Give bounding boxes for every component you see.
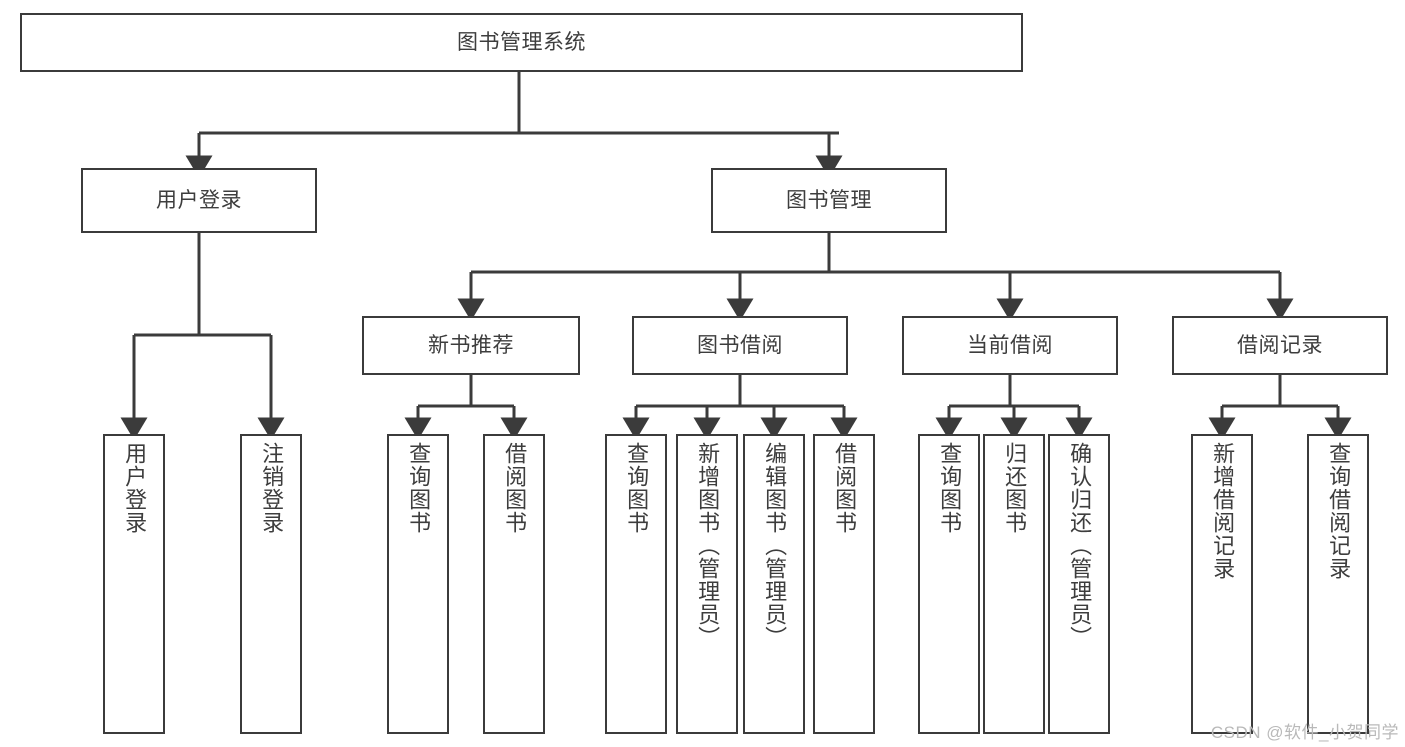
- node-label: 编辑图书（管理员）: [762, 442, 788, 649]
- node-label: 新书推荐: [428, 333, 514, 357]
- node-leaf-query-book-3[interactable]: 查询图书: [918, 434, 980, 734]
- node-leaf-query-record[interactable]: 查询借阅记录: [1307, 434, 1369, 734]
- node-label: 用户登录: [122, 442, 148, 534]
- node-label: 图书借阅: [697, 333, 783, 357]
- node-label: 查询图书: [406, 442, 432, 534]
- node-book-borrow[interactable]: 图书借阅: [632, 316, 848, 375]
- node-leaf-return-book[interactable]: 归还图书: [983, 434, 1045, 734]
- node-label: 用户登录: [156, 188, 242, 212]
- node-label: 注销登录: [259, 442, 285, 534]
- node-label: 查询借阅记录: [1326, 442, 1352, 580]
- node-leaf-add-book[interactable]: 新增图书（管理员）: [676, 434, 738, 734]
- node-borrow-record[interactable]: 借阅记录: [1172, 316, 1388, 375]
- node-root-book-management-system[interactable]: 图书管理系统: [20, 13, 1023, 72]
- node-leaf-add-record[interactable]: 新增借阅记录: [1191, 434, 1253, 734]
- node-new-book-recommend[interactable]: 新书推荐: [362, 316, 580, 375]
- node-current-borrow[interactable]: 当前借阅: [902, 316, 1118, 375]
- node-leaf-query-book-1[interactable]: 查询图书: [387, 434, 449, 734]
- node-label: 新增借阅记录: [1210, 442, 1236, 580]
- node-leaf-logout-login[interactable]: 注销登录: [240, 434, 302, 734]
- node-label: 图书管理系统: [457, 30, 586, 54]
- node-leaf-edit-book[interactable]: 编辑图书（管理员）: [743, 434, 805, 734]
- node-label: 借阅图书: [832, 442, 858, 534]
- node-label: 图书管理: [786, 188, 872, 212]
- node-leaf-user-login[interactable]: 用户登录: [103, 434, 165, 734]
- node-book-management[interactable]: 图书管理: [711, 168, 947, 233]
- node-leaf-confirm-return[interactable]: 确认归还（管理员）: [1048, 434, 1110, 734]
- node-leaf-borrow-book-2[interactable]: 借阅图书: [813, 434, 875, 734]
- node-label: 当前借阅: [967, 333, 1053, 357]
- node-label: 新增图书（管理员）: [695, 442, 721, 649]
- node-leaf-borrow-book-1[interactable]: 借阅图书: [483, 434, 545, 734]
- node-leaf-query-book-2[interactable]: 查询图书: [605, 434, 667, 734]
- node-label: 借阅图书: [502, 442, 528, 534]
- node-label: 归还图书: [1002, 442, 1028, 534]
- node-label: 借阅记录: [1237, 333, 1323, 357]
- node-label: 查询图书: [624, 442, 650, 534]
- node-user-login[interactable]: 用户登录: [81, 168, 317, 233]
- node-label: 查询图书: [937, 442, 963, 534]
- node-label: 确认归还（管理员）: [1067, 442, 1093, 649]
